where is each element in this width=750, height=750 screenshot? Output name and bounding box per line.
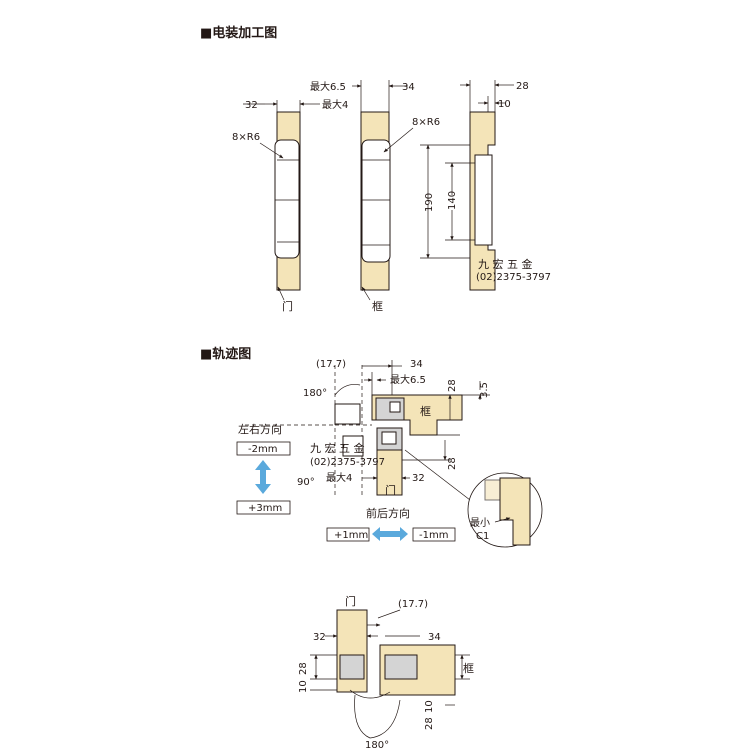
lr-direction-title: 左右方向	[238, 422, 282, 436]
bottom-dim-17-7: (17.7)	[398, 599, 428, 610]
bottom-frame-label: 框	[463, 662, 474, 675]
frame-hinge-cutout	[361, 139, 391, 263]
track-angle-180: 180°	[303, 388, 327, 399]
door-width-label: 32	[245, 100, 258, 111]
side-dim-140: 140	[447, 191, 458, 210]
bottom-dim-28-right: 28	[424, 717, 435, 730]
track-diagram: (17.7) 34 最大6.5 180° 框 门 28 3.5 28 左右方向 …	[236, 359, 543, 548]
bottom-dim-10-right: 10	[424, 700, 435, 713]
track-frame-label: 框	[420, 405, 431, 418]
bottom-dim-28-left: 28	[298, 662, 309, 675]
track-dim-28a: 28	[447, 379, 458, 392]
track-watermark-name: 九 宏 五 金	[310, 441, 365, 455]
fb-minus-label: -1mm	[419, 530, 448, 541]
track-watermark-phone: (02)2375-3797	[310, 457, 385, 468]
lr-minus-label: -2mm	[248, 444, 277, 455]
fb-minus-box	[412, 527, 456, 542]
install-door-view: 32 最大4 8×R6 门	[232, 98, 348, 313]
fb-adjust-arrow	[372, 527, 408, 541]
frame-max-label: 最大6.5	[310, 80, 346, 93]
frame-width-label: 34	[402, 82, 415, 93]
install-watermark-phone: (02)2375-3797	[476, 272, 551, 283]
lr-plus-label: +3mm	[248, 503, 282, 514]
track-dim-32: 32	[412, 473, 425, 484]
door-max-label: 最大4	[322, 98, 348, 111]
fb-plus-box	[326, 527, 370, 542]
track-dim-28b: 28	[447, 457, 458, 470]
install-watermark-name: 九 宏 五 金	[478, 257, 533, 271]
install-section-title: ■电装加工图	[200, 25, 277, 41]
detail-min-label: 最小	[470, 517, 490, 529]
detail-c1-label: C1	[476, 531, 489, 542]
track-max-6-5: 最大6.5	[390, 373, 426, 386]
fb-direction-title: 前后方向	[366, 506, 410, 520]
track-dim-34: 34	[410, 359, 423, 370]
bottom-angle-180: 180°	[365, 740, 389, 750]
lr-minus-box	[236, 441, 291, 456]
install-side-section: 28 10 190 140 九 宏 五 金 (02)2375-3797	[420, 80, 551, 291]
bottom-top-view: 门 (17.7) 32 34 28 10 框 28 10 180°	[298, 594, 474, 750]
install-frame-view: 最大6.5 34 8×R6 框	[310, 80, 440, 313]
door-hinge-cutout	[274, 139, 300, 259]
track-angle-90: 90°	[297, 477, 315, 488]
track-dim-17-7: (17.7)	[316, 359, 346, 370]
bottom-dim-32: 32	[313, 632, 326, 643]
bottom-dim-34: 34	[428, 632, 441, 643]
bottom-dim-10-left: 10	[298, 680, 309, 693]
door-label: 门	[282, 299, 293, 313]
door-radius-label: 8×R6	[232, 132, 260, 143]
side-dim-28: 28	[516, 81, 529, 92]
lr-plus-box	[236, 500, 291, 515]
track-section-title: ■轨迹图	[200, 346, 251, 362]
bottom-door-label: 门	[345, 594, 356, 608]
lr-adjust-arrow	[255, 460, 271, 494]
fb-plus-label: +1mm	[334, 530, 368, 541]
frame-radius-label: 8×R6	[412, 117, 440, 128]
side-dim-190: 190	[424, 193, 435, 212]
track-door-label: 门	[385, 483, 396, 497]
track-max-4: 最大4	[326, 471, 352, 484]
bottom-door	[336, 609, 368, 693]
track-dim-3-5: 3.5	[479, 382, 490, 398]
side-dim-10: 10	[498, 99, 511, 110]
frame-label: 框	[372, 300, 383, 313]
